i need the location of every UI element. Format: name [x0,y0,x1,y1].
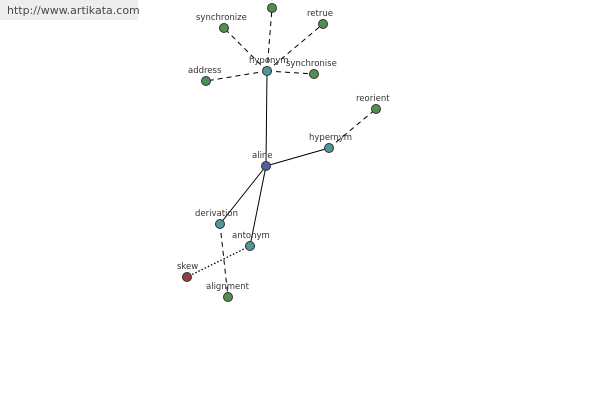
node-address[interactable]: address [188,66,222,86]
node-label-hyponym: hyponym [249,56,289,66]
node-label-synchronise: synchronise [286,59,337,69]
node-label-skew: skew [177,262,198,272]
graph-nodes: aline hyponym hypernym derivation antonym syn… [177,3,390,302]
node-dot-reorient[interactable] [371,104,381,114]
node-label-derivation: derivation [195,209,238,219]
node-dot-synchronise[interactable] [309,69,319,79]
node-antonym[interactable]: antonym [232,231,270,251]
edge-derivation-alignment [219,223,229,298]
edge-hyponym-synchronise [266,70,315,75]
edge-hyponym-retrue [266,23,324,72]
node-dot-skew[interactable] [182,272,192,282]
node-label-hypernym: hypernym [309,133,352,143]
node-dot-hyponym[interactable] [262,66,272,76]
edge-aline-antonym [249,165,267,247]
node-top[interactable] [267,3,277,13]
node-hyponym[interactable]: hyponym [249,56,289,76]
node-synchronise[interactable]: synchronise [286,59,337,79]
node-label-retrue: retrue [307,9,333,19]
graph-edges [186,7,377,298]
edge-aline-hyponym [265,70,268,167]
node-derivation[interactable]: derivation [195,209,238,229]
edge-hyponym-synchronize [223,27,268,72]
node-label-reorient: reorient [356,94,390,104]
node-dot-retrue[interactable] [318,19,328,29]
node-dot-antonym[interactable] [245,241,255,251]
edge-hyponym-top [266,7,273,72]
node-aline[interactable]: aline [252,151,273,171]
edge-hypernym-reorient [328,108,377,149]
node-hypernym[interactable]: hypernym [309,133,352,153]
node-dot-synchronize[interactable] [219,23,229,33]
node-label-alignment: alignment [206,282,250,292]
node-retrue[interactable]: retrue [307,9,333,29]
node-synchronize[interactable]: synchronize [196,13,247,33]
node-skew[interactable]: skew [177,262,198,282]
node-label-aline: aline [252,151,273,161]
node-dot-derivation[interactable] [215,219,225,229]
node-dot-address[interactable] [201,76,211,86]
node-label-antonym: antonym [232,231,270,241]
node-dot-hypernym[interactable] [324,143,334,153]
node-label-synchronize: synchronize [196,13,247,23]
node-dot-alignment[interactable] [223,292,233,302]
node-reorient[interactable]: reorient [356,94,390,114]
edge-aline-hypernym [265,147,330,167]
node-dot-aline[interactable] [261,161,271,171]
edge-hyponym-address [205,70,268,82]
edge-antonym-skew [186,245,251,278]
node-label-address: address [188,66,222,76]
source-link[interactable]: http://www.artikata.com [7,4,140,17]
node-dot-top[interactable] [267,3,277,13]
node-alignment[interactable]: alignment [206,282,250,302]
edge-aline-derivation [219,165,267,225]
source-bar: http://www.artikata.com [0,0,140,20]
